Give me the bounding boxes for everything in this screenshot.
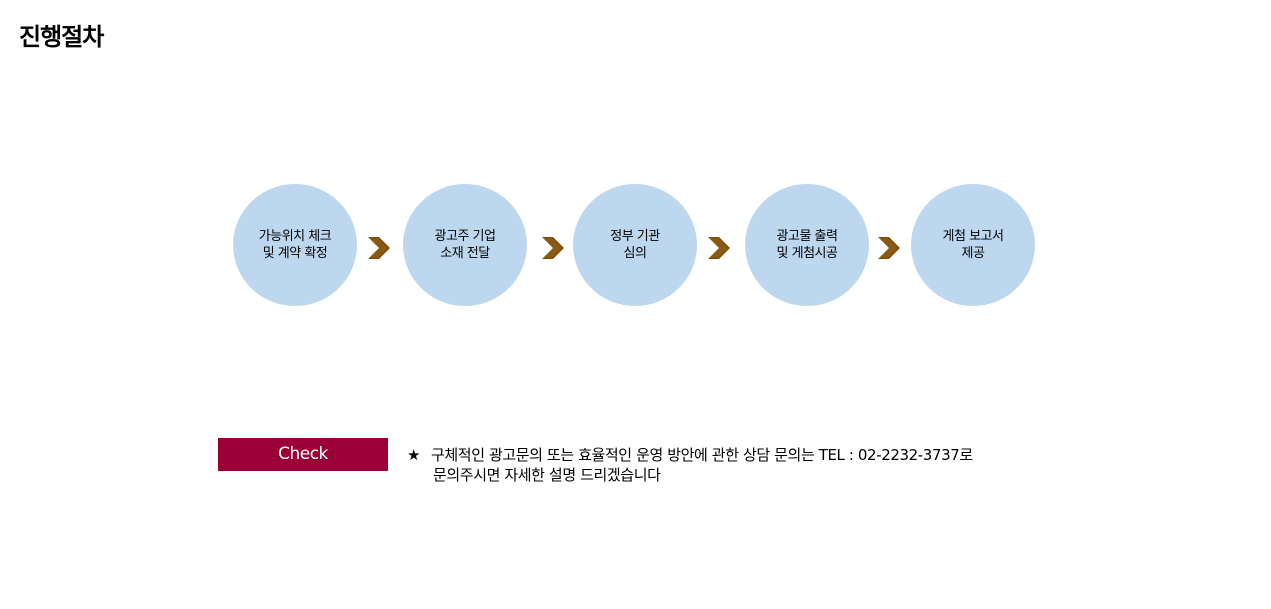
check-badge: Check [218,438,388,471]
chevron-right-icon [368,237,390,259]
chevron-right-icon [542,237,564,259]
step-label-line2: 및 게첨시공 [776,246,838,261]
step-label-line1: 광고주 기업 [434,229,496,244]
step-label-line1: 광고물 출력 [776,229,838,244]
step-label-line2: 및 계약 확정 [262,246,328,261]
chevron-right-icon [878,237,900,259]
step-label-line2: 심의 [623,246,647,261]
process-step-2: 광고주 기업 소재 전달 [403,184,527,306]
notice-line1: 구체적인 광고문의 또는 효율적인 운영 방안에 관한 상담 문의는 TEL :… [431,446,973,464]
process-step-4: 광고물 출력 및 게첨시공 [745,184,869,306]
process-step-1: 가능위치 체크 및 계약 확정 [233,184,357,306]
page-title: 진행절차 [19,23,104,51]
process-step-5: 게첨 보고서 제공 [911,184,1035,306]
step-label-line1: 가능위치 체크 [258,229,332,244]
process-step-3: 정부 기관 심의 [573,184,697,306]
step-label: 게첨 보고서 제공 [943,228,1004,262]
contact-notice: ★ 구체적인 광고문의 또는 효율적인 운영 방안에 관한 상담 문의는 TEL … [407,445,973,485]
step-label: 정부 기관 심의 [610,228,660,262]
step-label: 광고물 출력 및 게첨시공 [777,228,838,262]
step-label-line2: 소재 전달 [440,246,490,261]
notice-line2: 문의주시면 자세한 설명 드리겠습니다 [433,466,661,484]
step-label-line1: 게첨 보고서 [942,229,1004,244]
step-label: 가능위치 체크 및 계약 확정 [258,228,332,262]
step-label: 광고주 기업 소재 전달 [435,228,496,262]
star-icon: ★ [407,446,421,464]
step-label-line1: 정부 기관 [610,229,660,244]
chevron-right-icon [708,237,730,259]
step-label-line2: 제공 [961,246,985,261]
